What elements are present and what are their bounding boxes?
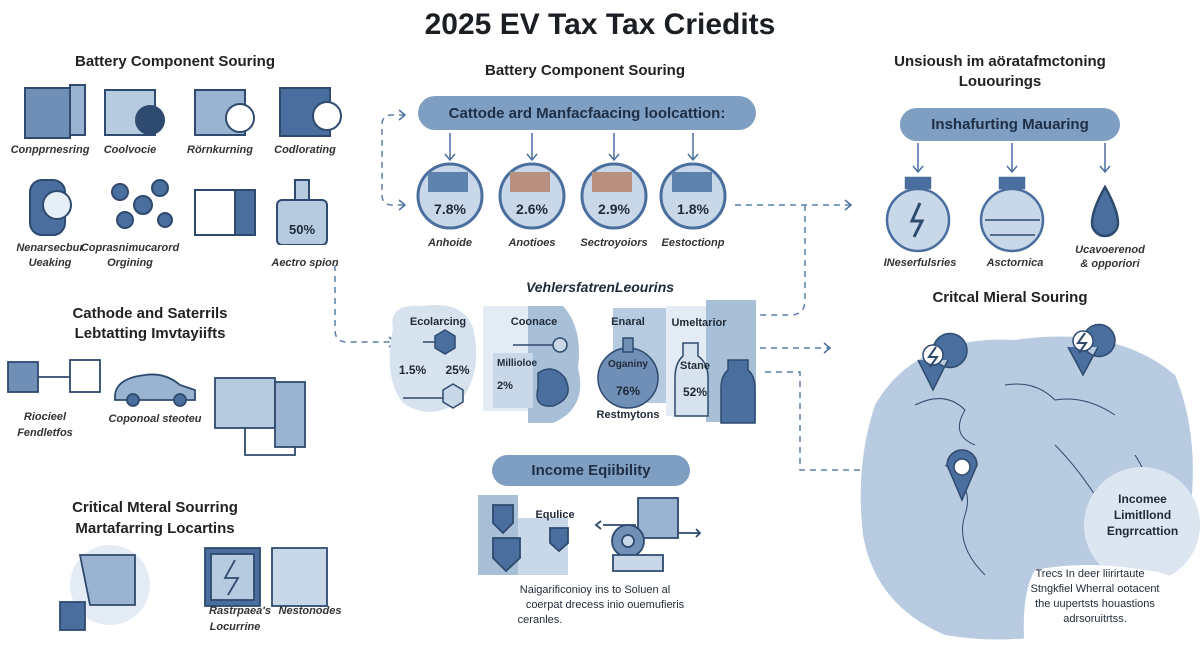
map-title: Critcal Mieral Souring: [932, 289, 1088, 306]
section-title-critical: Critical Mteral Sourring: [72, 499, 238, 516]
critical-icons: [59, 545, 328, 631]
circle-label: Eestoctionp: [661, 237, 725, 249]
manufacturing-label: Asctornica: [986, 257, 1044, 269]
circle-label: Anhoide: [428, 237, 472, 249]
circle-label: Sectroyoiors: [580, 237, 648, 249]
battery-component-icons: [24, 84, 342, 245]
component-label: Coprasnimucarord: [80, 242, 180, 254]
bubble-text: Limitllond: [1113, 508, 1172, 522]
circle-value: 7.8%: [434, 201, 466, 217]
bubble-text: Engrrcattion: [1106, 524, 1179, 538]
right-title: Unsioush im aöratafmctoning: [894, 53, 1106, 70]
circle-label: Anotioes: [508, 237, 556, 249]
panel-label: Coonace: [510, 316, 558, 328]
critical-label: Locurrine: [209, 621, 261, 633]
panel-label: Umeltarior: [671, 317, 727, 329]
section-subtitle-cathode: Lebtatting Imvtayiifts: [74, 325, 226, 342]
cathode-icons: [7, 359, 306, 456]
panel-label: Millioloe: [497, 358, 537, 369]
right-title: Louourings: [958, 73, 1042, 90]
map-note: adrsoruitrtss.: [1063, 613, 1127, 625]
critical-label: Nestonodes: [278, 605, 342, 617]
panel-label: Ecolarcing: [409, 316, 467, 328]
component-label: Ueaking: [28, 257, 72, 269]
component-label: Orgining: [107, 257, 153, 269]
panel-value: 52%: [682, 385, 708, 399]
manufacturing-label: Ucavoerenod: [1075, 244, 1145, 256]
bubble-text: Incomee: [1118, 492, 1167, 506]
map-note: Trecs In deer liirirtaute: [1035, 568, 1145, 580]
cathode-label: Fendletfos: [17, 427, 73, 439]
cathode-label: Coponoal steoteu: [108, 413, 202, 425]
section-subtitle-critical: Martafarring Locartins: [75, 520, 235, 537]
cathode-location-pill: Cattode ard Manfacfaacing loolcattion:: [418, 96, 756, 130]
circle-value: 2.6%: [516, 201, 548, 217]
income-text-line: ceranles.: [517, 614, 563, 626]
world-map: [860, 323, 1200, 654]
bottle-value: 50%: [288, 222, 316, 237]
panel-value: 2%: [497, 380, 513, 392]
income-text-line: coerpat drecess inio ouemufieris: [525, 599, 685, 611]
income-icons: [478, 495, 702, 575]
share-circles: [416, 162, 727, 230]
panel-label: Restmytons: [596, 409, 660, 421]
component-label: Coolvocie: [103, 144, 157, 156]
component-label: Conpprnesring: [10, 144, 90, 156]
manufacturing-icons: [885, 176, 1120, 253]
manufacturing-label: & opporiori: [1080, 258, 1140, 270]
panel-label: Enaral: [611, 316, 645, 328]
section-title-cathode: Cathode and Saterrils: [72, 305, 228, 322]
component-label: Nenarsecbur: [16, 242, 84, 254]
panel-value: 76%: [615, 384, 641, 398]
component-label: Aectro spion: [271, 257, 339, 269]
map-note: Stngkfiel Wherral ootacent: [1030, 583, 1160, 595]
manufacturing-label: INeserfulsries: [883, 257, 957, 269]
circle-value: 1.8%: [677, 201, 709, 217]
component-label: Rörnkurning: [187, 144, 253, 156]
middle-title: Battery Component Souring: [484, 62, 685, 79]
cathode-label: Riocieel: [23, 411, 67, 423]
map-note: the uupertsts houastions: [1035, 598, 1155, 610]
circle-value: 2.9%: [598, 201, 630, 217]
vehicle-panels: [389, 300, 756, 424]
section-title-battery: Battery Component Souring: [74, 53, 275, 70]
manufacturing-pill: Inshafurting Mauaring: [900, 108, 1120, 141]
income-label: Equlice: [535, 509, 575, 521]
page-title: 2025 EV Tax Tax Criedits: [424, 8, 776, 41]
vehicle-subtitle: VehlersfatrenLeourins: [525, 279, 675, 295]
panel-value: 25%: [445, 363, 470, 377]
critical-label: Rastrpaea's: [209, 605, 271, 617]
income-text-line: Naigarificonioy ins to Soluen al: [519, 584, 671, 596]
panel-value: 1.5%: [398, 363, 427, 377]
panel-label: Oganiny: [607, 359, 648, 370]
component-label: Codlorating: [274, 144, 336, 156]
income-eligibility-pill: Income Eqiibility: [492, 455, 690, 486]
panel-label: Stane: [680, 360, 710, 372]
